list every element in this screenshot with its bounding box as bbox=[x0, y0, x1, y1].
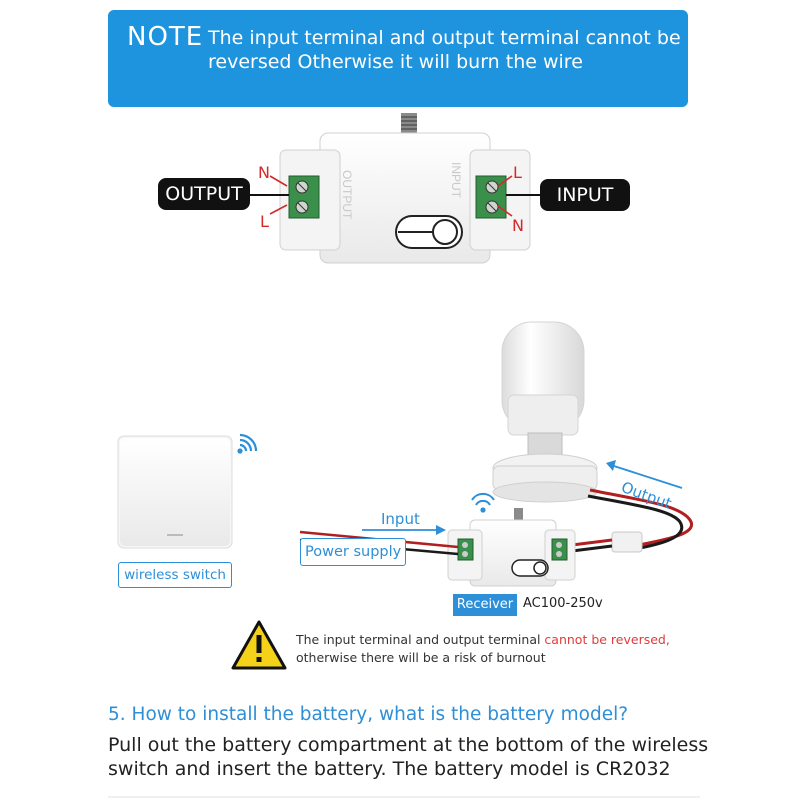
output-l-letter: L bbox=[260, 212, 269, 231]
module-output-print: OUTPUT bbox=[340, 170, 354, 220]
input-label-pill: INPUT bbox=[540, 179, 630, 211]
warning-text-line1: The input terminal and output terminal c… bbox=[296, 632, 670, 647]
input-l-letter: L bbox=[513, 163, 522, 182]
section-body-line1: Pull out the battery compartment at the … bbox=[108, 734, 709, 756]
output-n-letter: N bbox=[258, 163, 270, 182]
module-input-print: INPUT bbox=[449, 162, 463, 199]
voltage-rating: AC100-250v bbox=[523, 596, 603, 611]
antenna-small bbox=[514, 508, 523, 520]
antenna-spring bbox=[401, 113, 417, 133]
output-arrow bbox=[606, 460, 683, 489]
lamp-wire-red bbox=[589, 488, 694, 547]
note-banner bbox=[108, 10, 688, 107]
red-arrow-output-n bbox=[269, 175, 288, 187]
note-text-line1: The input terminal and output terminal c… bbox=[208, 27, 681, 49]
input-n-letter: N bbox=[512, 216, 524, 235]
wifi-signal-icon-small bbox=[471, 493, 495, 513]
receiver-label: Receiver bbox=[453, 594, 517, 616]
wifi-signal-icon bbox=[237, 433, 258, 454]
warning-text-normal: The input terminal and output terminal bbox=[296, 632, 545, 647]
wireless-switch-label: wireless switch bbox=[118, 562, 232, 588]
wireless-switch-panel bbox=[117, 435, 233, 549]
section-body-line2: switch and insert the battery. The batte… bbox=[108, 758, 671, 780]
note-keyword: NOTE bbox=[127, 22, 204, 52]
red-arrow-input-l bbox=[497, 175, 513, 187]
output-terminal-block bbox=[288, 175, 320, 219]
note-text-line2: reversed Otherwise it will burn the wire bbox=[208, 51, 583, 73]
red-arrow-output-l bbox=[269, 204, 288, 215]
warning-triangle-icon bbox=[231, 620, 287, 670]
lamp-wire-black bbox=[587, 494, 684, 550]
input-direction-label: Input bbox=[381, 510, 420, 528]
power-supply-label: Power supply bbox=[300, 538, 407, 566]
input-arrow bbox=[362, 525, 446, 535]
receiver-module-small bbox=[447, 519, 576, 587]
warning-text-red: cannot be reversed, bbox=[544, 632, 670, 647]
input-terminal-block bbox=[475, 175, 507, 219]
output-label-pill: OUTPUT bbox=[158, 178, 250, 210]
red-arrow-input-n bbox=[497, 205, 513, 217]
warning-text-line2: otherwise there will be a risk of burnou… bbox=[296, 650, 546, 665]
led-bulb-lamp bbox=[492, 321, 598, 503]
wire-connector bbox=[611, 531, 643, 553]
section-heading: 5. How to install the battery, what is t… bbox=[108, 704, 629, 725]
